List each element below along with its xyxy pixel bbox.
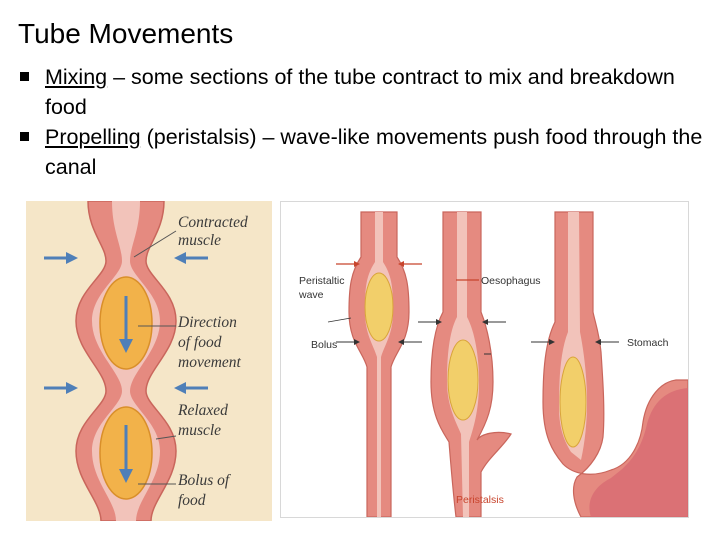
label-bolus: Bolus — [311, 339, 337, 351]
bolus-stage-1 — [365, 273, 393, 341]
square-bullet-icon — [20, 132, 29, 141]
label-direction-2: of food — [178, 334, 222, 351]
label-direction-1: Direction — [177, 314, 237, 331]
peristalsis-diagram: Peristaltic wave Oesophagus Bolus Stomac… — [280, 201, 689, 518]
term-mixing: Mixing — [45, 65, 107, 89]
label-contracted-2: muscle — [178, 232, 221, 249]
arrow-right-icon — [66, 382, 78, 394]
square-bullet-icon — [20, 72, 29, 81]
label-bolus-1: Bolus of — [178, 472, 232, 489]
label-contracted-1: Contracted — [178, 214, 248, 231]
oesophagus-stage-2 — [418, 212, 511, 517]
bolus-stage-2 — [448, 340, 478, 420]
arrow-left-icon — [174, 382, 186, 394]
figure-caption: Peristalsis — [456, 494, 504, 506]
peristalsis-diagram-svg: Peristaltic wave Oesophagus Bolus Stomac… — [281, 202, 688, 517]
mixing-diagram-svg: Contracted muscle Direction of food move… — [26, 201, 272, 521]
term-propelling: Propelling — [45, 125, 141, 149]
bolus-stage-3 — [560, 357, 586, 447]
label-stomach: Stomach — [627, 337, 669, 349]
bullet-mixing: Mixing – some sections of the tube contr… — [18, 62, 708, 122]
label-relaxed-1: Relaxed — [177, 402, 228, 419]
label-peristaltic-1: Peristaltic — [299, 275, 345, 287]
label-bolus-2: food — [178, 492, 206, 509]
arrow-right-icon — [66, 252, 78, 264]
bullet-mixing-text: – some sections of the tube contract to … — [45, 65, 675, 119]
bullet-propelling: Propelling (peristalsis) – wave-like mov… — [18, 122, 708, 182]
oesophagus-stage-1 — [336, 212, 422, 517]
bullet-list: Mixing – some sections of the tube contr… — [18, 62, 708, 182]
label-oesophagus: Oesophagus — [481, 275, 541, 287]
label-relaxed-2: muscle — [178, 422, 221, 439]
label-peristaltic-2: wave — [298, 289, 324, 301]
slide-title: Tube Movements — [18, 18, 233, 50]
bullet-propelling-text: (peristalsis) – wave-like movements push… — [45, 125, 702, 179]
oesophagus-stage-3 — [531, 212, 688, 517]
mixing-diagram: Contracted muscle Direction of food move… — [26, 201, 272, 521]
arrow-left-icon — [174, 252, 186, 264]
label-direction-3: movement — [178, 354, 242, 371]
